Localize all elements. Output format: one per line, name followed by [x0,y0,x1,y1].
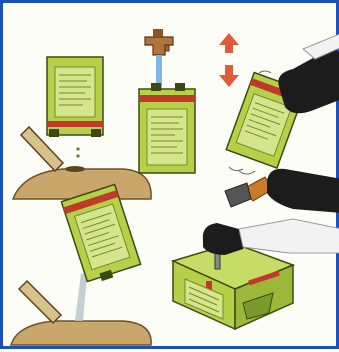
down-arrow-icon [219,65,239,87]
step-pour-can [11,184,151,345]
faucet-icon [145,29,173,55]
fuel-can-icon [173,243,293,329]
up-arrow-icon [219,33,239,53]
step-crush-can [173,169,339,329]
gloved-hand-icon [267,169,339,213]
step-rinse-can [139,29,195,173]
instruction-illustration [3,3,339,352]
hammer-icon [225,177,273,207]
step-drain-can [13,57,151,199]
fuel-tank-icon [11,321,151,345]
fuel-stream [75,273,87,321]
gloved-hand-icon [278,47,339,113]
fuel-can-icon [47,57,103,137]
filler-flap [19,281,61,323]
fuel-can-icon [139,83,195,173]
step-shake-can [219,33,339,174]
